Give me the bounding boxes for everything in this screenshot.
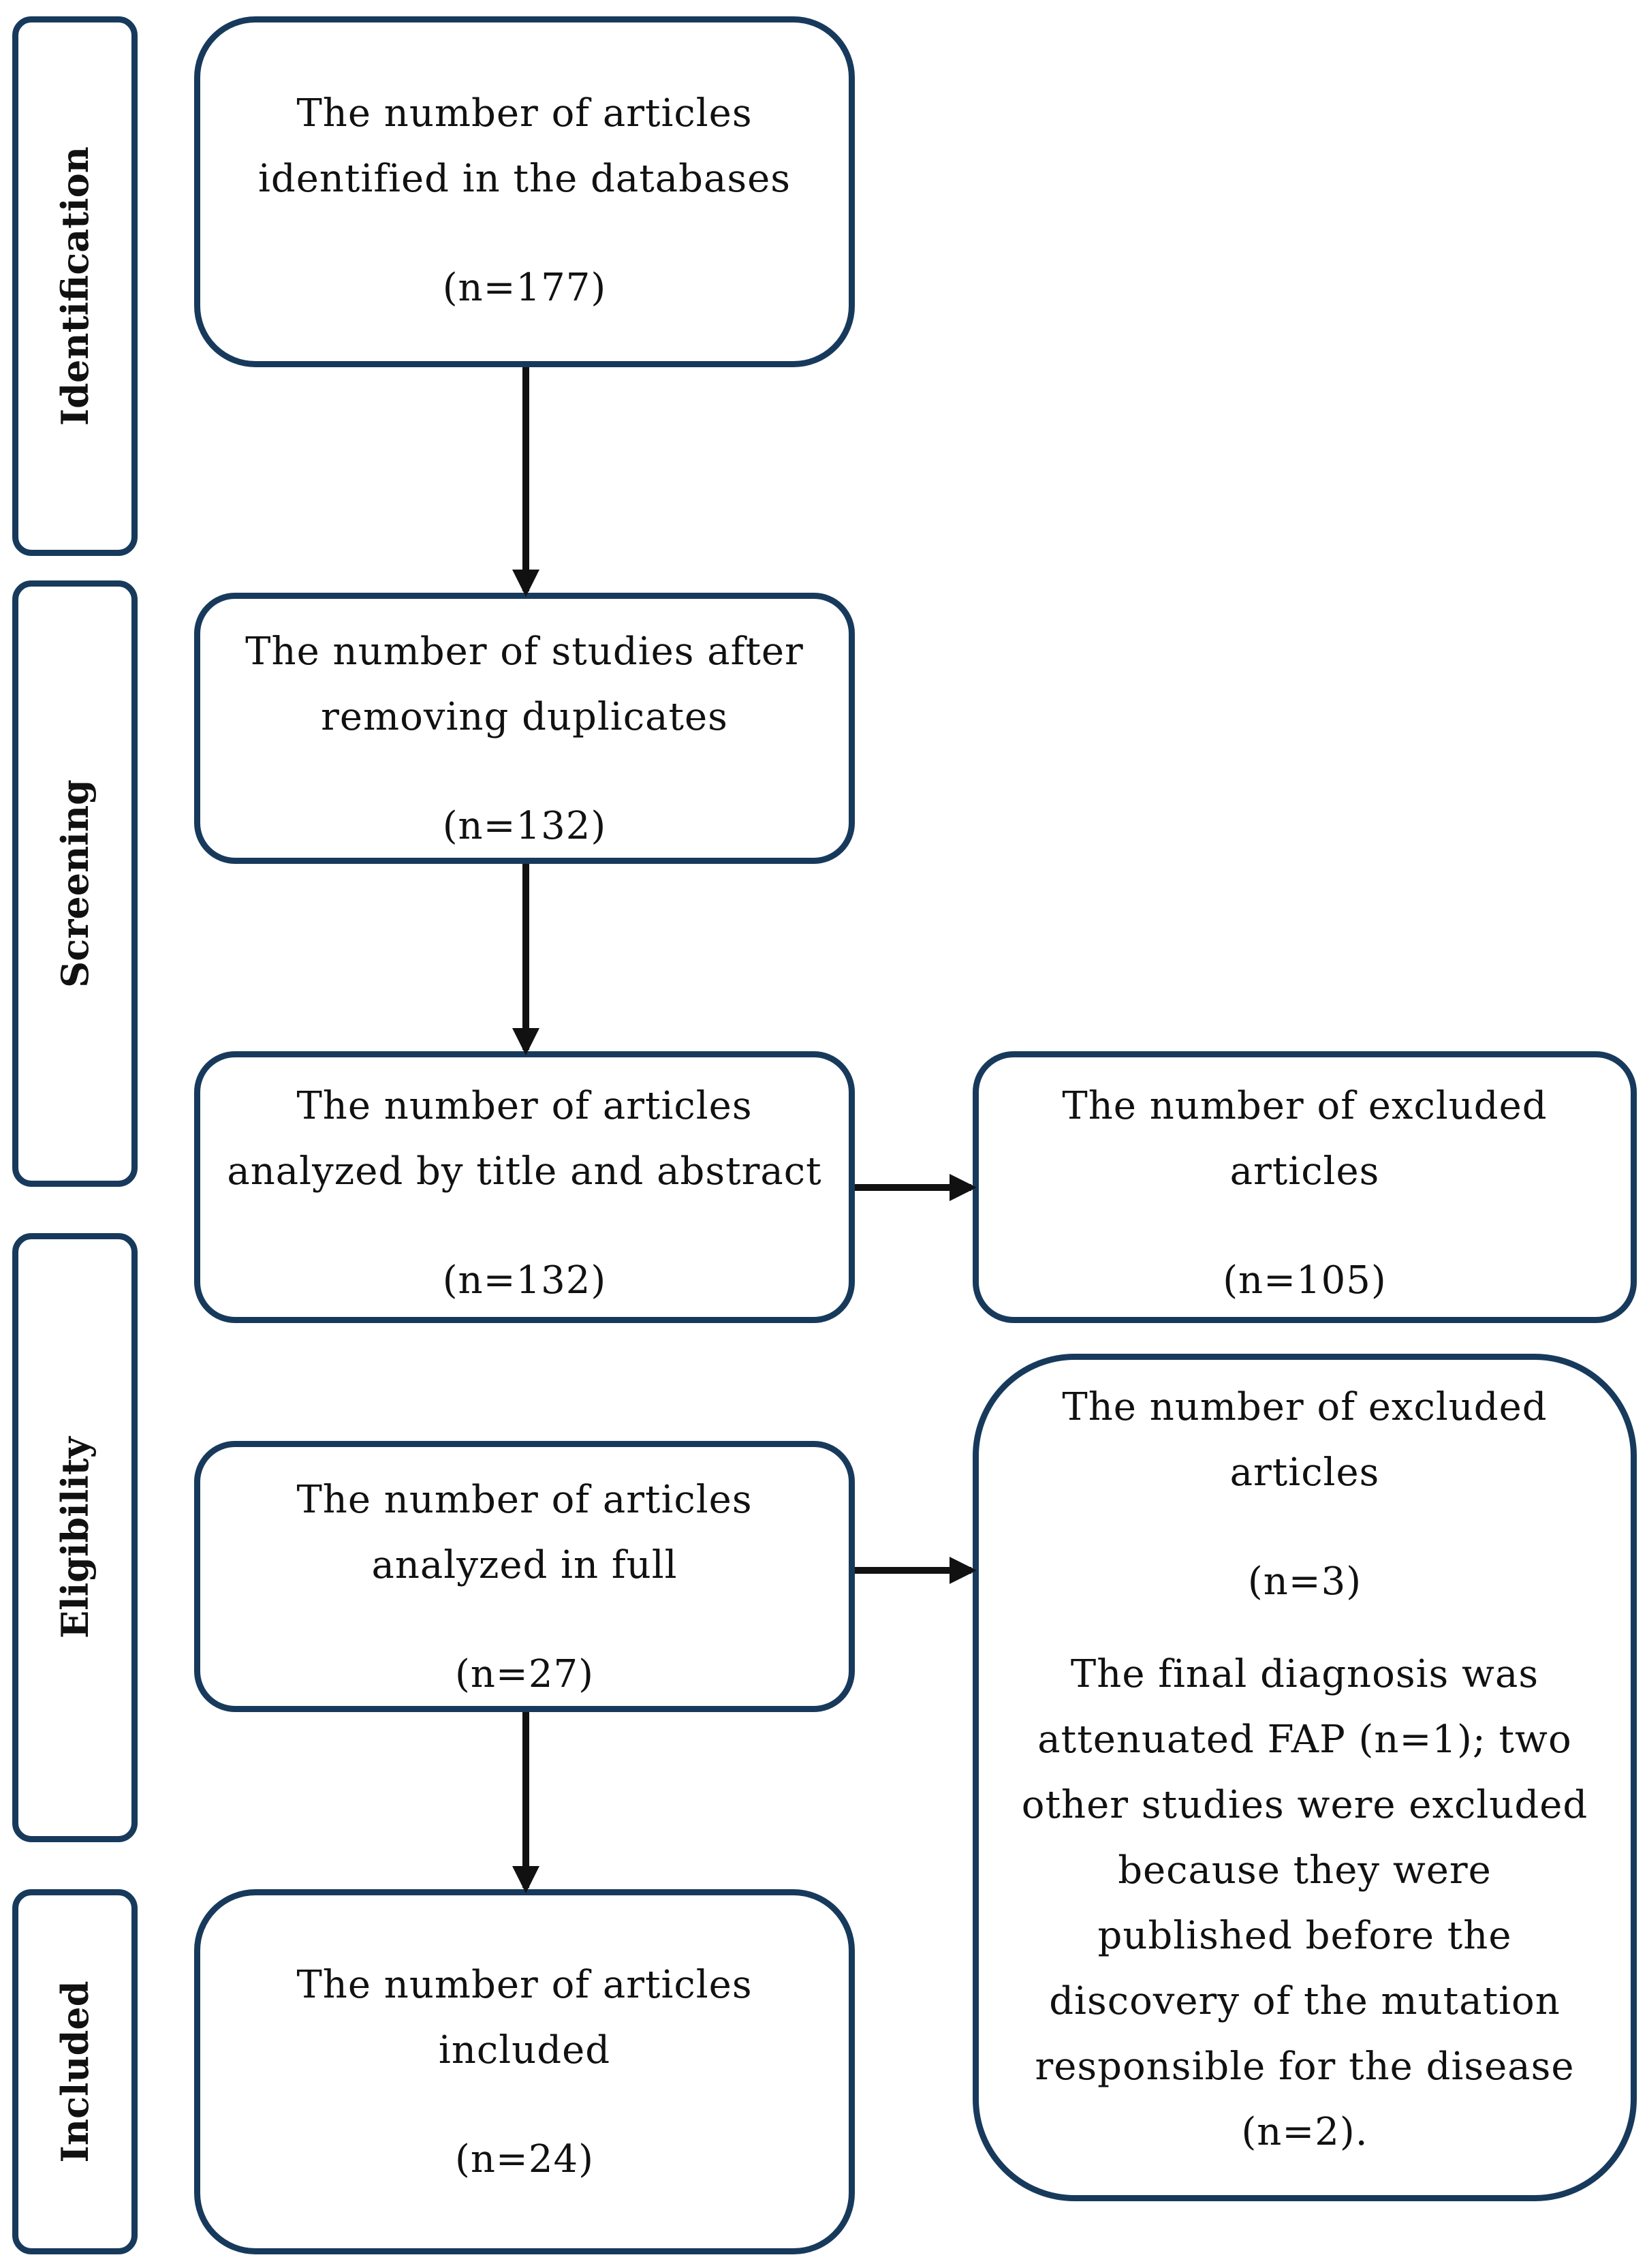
box-excluded-second-note: The final diagnosis was attenuated FAP (… bbox=[1022, 1642, 1588, 2165]
box-full-text-line2: analyzed in full bbox=[371, 1543, 678, 1587]
stage-included: Included bbox=[12, 1889, 138, 2254]
box-excluded-first: The number of excluded articles (n=105) bbox=[973, 1051, 1637, 1323]
box-title-abstract-line2: analyzed by title and abstract bbox=[227, 1149, 822, 1194]
stage-identification: Identification bbox=[12, 16, 138, 556]
box-title-abstract-count: (n=132) bbox=[442, 1258, 607, 1303]
box-identified-count: (n=177) bbox=[442, 266, 607, 310]
box-excluded-second-line2: articles bbox=[1229, 1450, 1380, 1495]
box-identified-line2: identified in the databases bbox=[257, 157, 791, 201]
box-after-duplicates-line1: The number of studies after bbox=[245, 630, 804, 674]
box-included: The number of articles included (n=24) bbox=[194, 1889, 855, 2254]
note-line: other studies were excluded bbox=[1021, 1783, 1588, 1827]
note-line: because they were bbox=[1118, 1848, 1492, 1893]
note-line: published before the bbox=[1097, 1914, 1512, 1958]
box-excluded-second: The number of excluded articles (n=3) Th… bbox=[973, 1354, 1637, 2201]
box-full-text-line1: The number of articles bbox=[296, 1478, 753, 1522]
note-line: The final diagnosis was bbox=[1070, 1652, 1539, 1696]
box-excluded-second-line1: The number of excluded bbox=[1062, 1385, 1548, 1429]
box-excluded-first-count: (n=105) bbox=[1223, 1258, 1387, 1303]
stage-eligibility: Eligibility bbox=[12, 1233, 138, 1842]
box-identified-line1: The number of articles bbox=[296, 91, 753, 136]
box-identified: The number of articles identified in the… bbox=[194, 16, 855, 367]
box-full-text: The number of articles analyzed in full … bbox=[194, 1441, 855, 1712]
note-line: discovery of the mutation bbox=[1049, 1979, 1560, 2023]
box-excluded-first-line2: articles bbox=[1229, 1149, 1380, 1194]
note-line: attenuated FAP (n=1); two bbox=[1037, 1718, 1572, 1762]
box-excluded-second-count: (n=3) bbox=[1247, 1559, 1362, 1604]
box-included-line2: included bbox=[438, 2028, 611, 2072]
box-full-text-count: (n=27) bbox=[455, 1652, 594, 1696]
stage-screening: Screening bbox=[12, 580, 138, 1187]
note-line: (n=2). bbox=[1241, 2110, 1368, 2154]
box-title-abstract-line1: The number of articles bbox=[296, 1084, 753, 1128]
box-title-abstract: The number of articles analyzed by title… bbox=[194, 1051, 855, 1323]
box-after-duplicates-count: (n=132) bbox=[442, 804, 607, 848]
box-after-duplicates-line2: removing duplicates bbox=[321, 695, 728, 739]
box-excluded-first-line1: The number of excluded bbox=[1062, 1084, 1548, 1128]
box-included-line1: The number of articles bbox=[296, 1963, 753, 2007]
note-line: responsible for the disease bbox=[1035, 2045, 1575, 2089]
box-included-count: (n=24) bbox=[455, 2137, 594, 2181]
